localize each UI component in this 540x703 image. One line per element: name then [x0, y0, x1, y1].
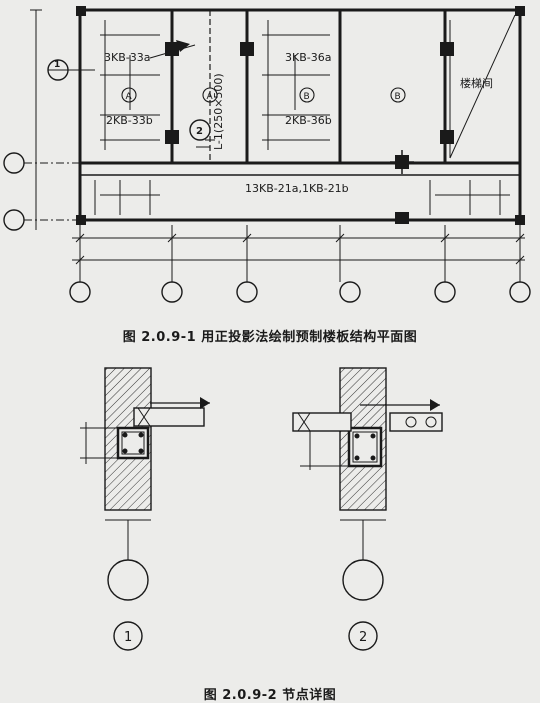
- floor-plan: [3, 6, 531, 303]
- axis-circle-a: [3, 209, 25, 231]
- detail-1-label: 1: [124, 630, 132, 645]
- label-top-right: 3KB-36a: [285, 51, 331, 64]
- room-a2-label: A: [207, 92, 214, 102]
- ref-1-label: 1: [54, 60, 60, 70]
- ref-2-label: 2: [196, 126, 203, 137]
- figure-2-caption: 图 2.0.9-2 节点详图: [203, 688, 337, 703]
- axis-circle-b: [3, 152, 25, 174]
- room-circle-b1: [299, 87, 315, 103]
- ref-circle-2: [189, 119, 211, 141]
- plan-labels: 3KB-33a 3KB-36a 2KB-33b 2KB-36b A A B B …: [54, 51, 493, 195]
- outer-wall: [78, 8, 522, 222]
- room-circle-a2: [202, 87, 218, 103]
- room-b1-label: B: [304, 92, 310, 102]
- room-a1-label: A: [126, 92, 133, 102]
- beam-label: L-1(250×500): [212, 73, 225, 150]
- room-circle-a1: [121, 87, 137, 103]
- detail-1: [80, 367, 210, 651]
- corridor-grid: [94, 180, 510, 215]
- figure-1-caption: 图 2.0.9-1 用正投影法绘制预制楼板结构平面图: [122, 330, 418, 345]
- label-top-left: 3KB-33a: [104, 51, 150, 64]
- detail-2: [292, 367, 443, 651]
- room-b2-label: B: [395, 92, 401, 102]
- label-mid-right: 2KB-36b: [285, 114, 332, 127]
- cross-marks: [390, 150, 414, 174]
- room-circle-b2: [390, 87, 406, 103]
- detail-2-label: 2: [359, 630, 367, 645]
- bottom-axis-circles: [69, 281, 531, 303]
- label-mid-left: 2KB-33b: [106, 114, 153, 127]
- stair-label: 楼梯间: [460, 76, 493, 90]
- corridor-label: 13KB-21a,1KB-21b: [245, 182, 349, 195]
